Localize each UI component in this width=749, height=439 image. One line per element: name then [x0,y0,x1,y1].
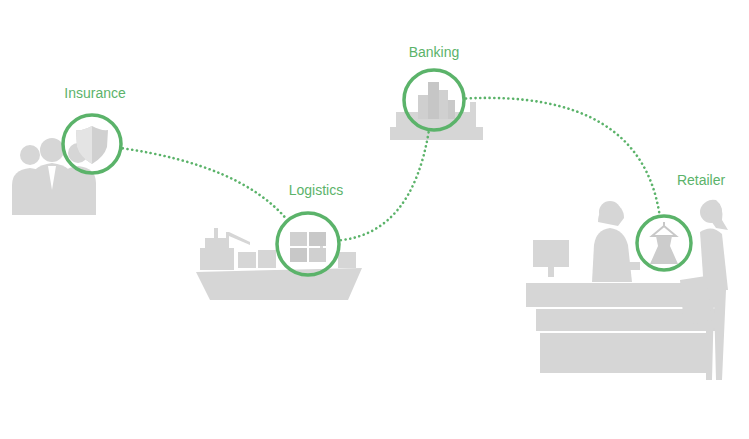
circle-ring [277,213,339,275]
circle-outline [275,211,341,277]
circle-ring [63,115,121,173]
circle-outline [635,214,693,272]
circle-node: Banking [402,68,466,132]
circle-ring [404,70,464,130]
cashier-figure [592,201,640,282]
circle-node: Insurance [61,113,123,175]
bank-icon [418,82,455,119]
dotted-connector [466,98,660,214]
node-label: Insurance [64,85,125,101]
circle-node: Logistics [275,211,341,277]
circle-node: Retailer [635,214,693,272]
dress-icon [650,222,678,264]
node-label: Logistics [289,182,343,198]
node-label: Banking [409,44,460,60]
dotted-connector [341,132,429,241]
circle-outline [61,113,123,175]
circle-outline [402,68,466,132]
shield-icon [76,126,108,164]
circle-ring [637,216,691,270]
node-label: Retailer [677,172,725,188]
container-icon [290,232,326,262]
dotted-connector [123,148,287,219]
